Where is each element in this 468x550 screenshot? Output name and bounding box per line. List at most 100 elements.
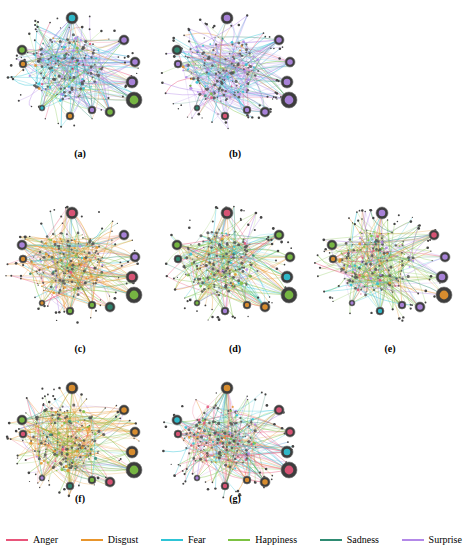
graph-node xyxy=(252,56,254,58)
graph-node xyxy=(224,285,226,287)
graph-edge xyxy=(13,59,38,79)
graph-node xyxy=(213,273,216,276)
graph-node xyxy=(112,220,114,222)
graph-node xyxy=(245,250,248,253)
graph-node xyxy=(30,260,32,262)
graph-node xyxy=(232,81,233,82)
graph-node xyxy=(218,294,221,297)
graph-edge xyxy=(201,236,287,277)
graph-edge xyxy=(215,237,225,311)
graph-node xyxy=(211,316,213,318)
graph-node xyxy=(199,285,202,288)
graph-node xyxy=(60,253,61,254)
graph-node xyxy=(73,288,76,291)
graph-node xyxy=(232,283,234,285)
graph-node xyxy=(63,268,64,269)
graph-node xyxy=(83,269,86,272)
graph-node xyxy=(222,271,223,272)
graph-node xyxy=(56,320,57,321)
graph-edge xyxy=(38,85,58,90)
graph-node xyxy=(233,285,235,287)
graph-edge xyxy=(189,29,219,72)
graph-node xyxy=(37,273,38,274)
graph-edge xyxy=(162,56,242,73)
graph-node xyxy=(203,57,204,58)
graph-node xyxy=(205,23,208,26)
graph-node xyxy=(187,116,188,117)
graph-node xyxy=(51,69,53,71)
graph-node xyxy=(198,93,201,96)
hub-node xyxy=(126,76,138,88)
graph-node xyxy=(194,279,196,281)
graph-node xyxy=(199,18,202,21)
graph-node xyxy=(58,84,60,86)
graph-node xyxy=(84,264,85,265)
graph-node xyxy=(100,109,102,111)
graph-edge xyxy=(195,280,247,305)
graph-node xyxy=(253,66,255,68)
hub-node-core xyxy=(224,15,231,22)
graph-node xyxy=(33,257,34,258)
graph-edge xyxy=(187,258,289,295)
graph-node xyxy=(61,78,62,79)
graph-node xyxy=(97,74,100,77)
graph-node xyxy=(226,76,228,78)
graph-node xyxy=(63,78,65,80)
graph-edge xyxy=(64,47,78,64)
graph-node xyxy=(208,56,211,59)
graph-edge xyxy=(42,273,102,303)
graph-node xyxy=(58,291,61,294)
hub-node-core xyxy=(40,106,43,109)
graph-edge xyxy=(201,207,216,235)
hub-node-core xyxy=(40,301,43,304)
graph-node xyxy=(95,57,97,59)
graph-node xyxy=(114,243,116,245)
graph-node xyxy=(127,55,130,58)
graph-node xyxy=(238,268,240,270)
graph-node xyxy=(79,88,82,91)
graph-node xyxy=(12,78,14,80)
hub-node xyxy=(281,76,293,88)
graph-node xyxy=(218,37,219,38)
graph-node xyxy=(67,245,69,247)
graph-node xyxy=(245,48,248,51)
graph-node xyxy=(188,28,190,30)
graph-node xyxy=(72,76,75,79)
graph-node xyxy=(190,78,191,79)
graph-node xyxy=(196,256,197,257)
graph-node xyxy=(190,244,191,245)
graph-node xyxy=(196,265,199,268)
graph-node xyxy=(278,57,281,60)
graph-node xyxy=(86,277,88,279)
graph-node xyxy=(63,282,66,285)
graph-node xyxy=(197,79,199,81)
graph-edge xyxy=(70,61,78,116)
graph-node xyxy=(231,62,233,64)
graph-edge xyxy=(44,290,70,311)
graph-node xyxy=(242,289,243,290)
hub-node xyxy=(260,107,270,117)
hub-node xyxy=(194,105,200,111)
graph-node xyxy=(218,229,220,231)
graph-node xyxy=(243,267,245,269)
graph-node xyxy=(208,261,211,264)
graph-node xyxy=(45,118,46,119)
graph-edge xyxy=(197,247,234,303)
graph-node xyxy=(88,241,91,244)
graph-edge xyxy=(248,74,265,112)
graph-node xyxy=(172,39,175,42)
graph-node xyxy=(232,315,234,317)
graph-node xyxy=(245,268,248,271)
graph-edge xyxy=(64,27,82,79)
graph-node xyxy=(185,64,187,66)
graph-node xyxy=(78,242,80,244)
graph-node xyxy=(66,233,68,235)
graph-node xyxy=(100,271,103,274)
graph-node xyxy=(40,53,43,56)
graph-node xyxy=(118,277,120,279)
graph-node xyxy=(214,61,216,63)
graph-node xyxy=(71,264,74,267)
hub-node xyxy=(88,301,96,309)
graph-node xyxy=(68,54,70,56)
graph-node xyxy=(71,57,74,60)
